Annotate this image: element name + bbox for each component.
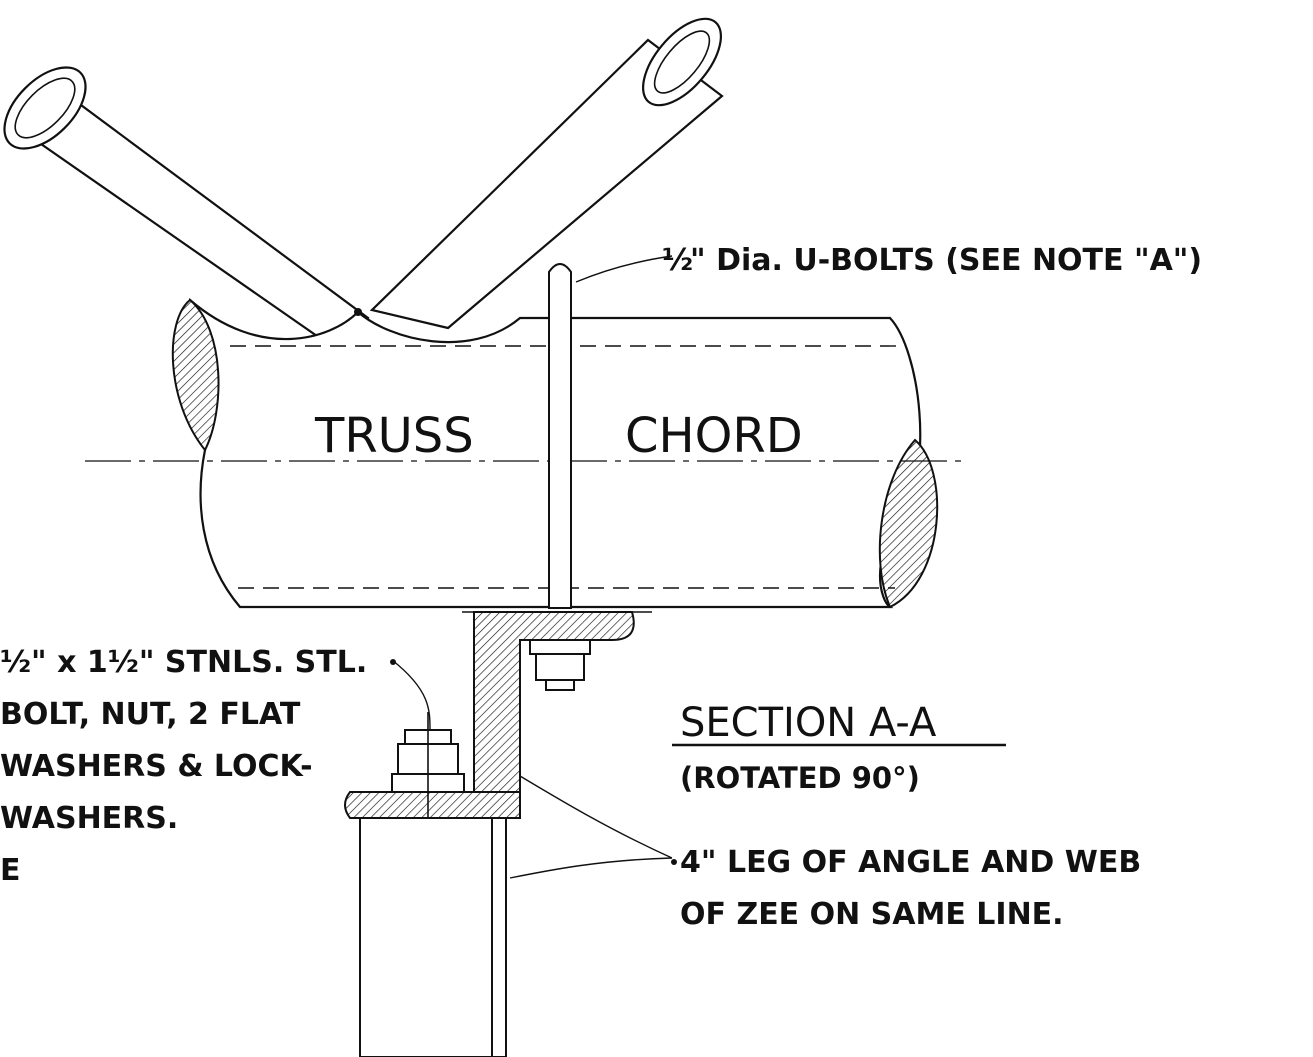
right-diagonal-brace [369,17,724,330]
angle-note-line-1: 4" LEG OF ANGLE AND WEB [680,845,1141,880]
ubolt-label: " Dia. U-BOLTS (SEE NOTE "A") [690,243,1202,278]
left-diagonal-brace [3,66,370,354]
ubolt-leader [575,255,673,283]
section-subtitle: (ROTATED 90°) [680,761,920,795]
angle-leader-dot [671,859,677,865]
bolt-note-line-5: E [0,853,21,888]
ubolt-fraction: ½ [662,243,693,278]
angle-leader-upper [519,775,673,859]
angle-leader-lower [509,857,673,879]
truss-label: TRUSS [314,408,474,464]
u-bolt-nut [529,639,591,691]
u-bolt [548,263,572,609]
bolt-leader [391,659,431,731]
angle-bracket [462,611,652,793]
bolt-note-line-3: WASHERS & LOCK- [0,749,313,784]
zee-plate [344,791,521,819]
bolt-note-line-2: BOLT, NUT, 2 FLAT [0,697,301,732]
chord-label: CHORD [625,408,803,464]
truss-chord-pipe [85,297,968,609]
section-title: SECTION A-A [680,700,937,746]
angle-note-line-2: OF ZEE ON SAME LINE. [680,897,1064,932]
bolt-note-line-4: WASHERS. [0,801,178,836]
bolt-note-line-1: ½" x 1½" STNLS. STL. [0,645,367,680]
bolt-leader-dot [390,659,396,665]
support-post [359,817,507,1057]
